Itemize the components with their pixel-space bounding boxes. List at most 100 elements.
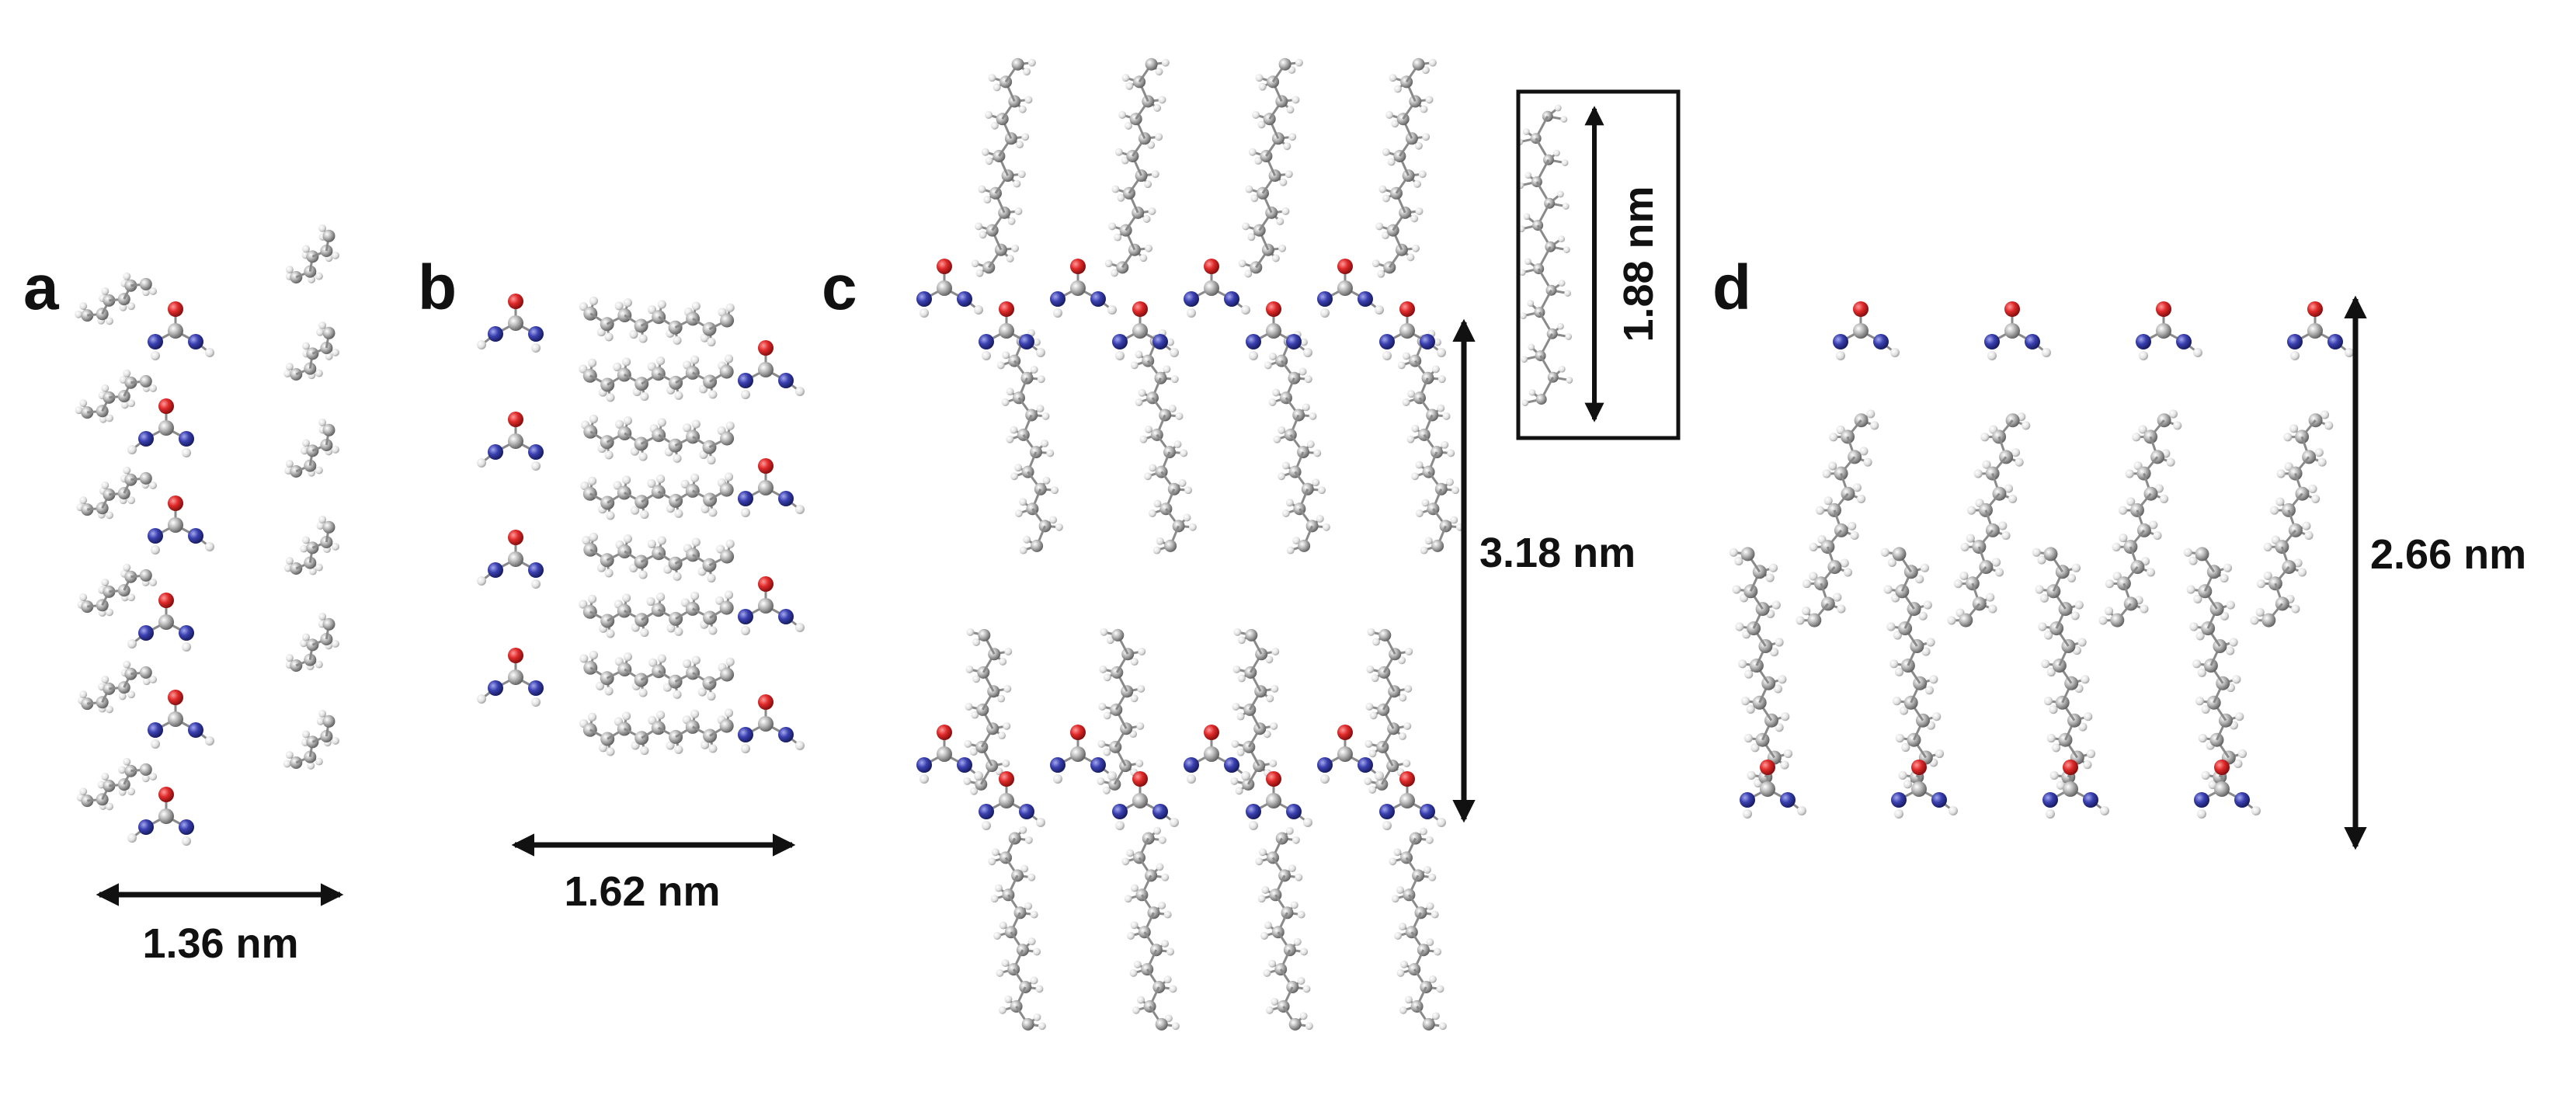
hydrogen-atom: [127, 496, 136, 505]
carbon-atom: [1959, 613, 1973, 628]
hydrogen-atom: [674, 745, 683, 754]
hydrogen-atom: [1923, 600, 1932, 610]
carbon-atom: [139, 763, 152, 776]
hydrogen-atom: [308, 567, 317, 575]
hydrogen-atom: [1866, 409, 1876, 419]
hydrogen-atom: [127, 639, 137, 648]
hydrogen-atom: [1935, 749, 1945, 759]
carbon-atom: [1911, 781, 1927, 797]
hydrogen-atom: [1389, 74, 1397, 82]
hydrogen-atom: [1236, 748, 1245, 756]
hydrogen-atom: [101, 384, 110, 392]
nitrogen-atom: [778, 609, 794, 624]
hydrogen-atom: [1114, 233, 1122, 242]
hydrogen-atom: [1414, 141, 1423, 150]
hydrogen-atom: [1894, 809, 1903, 819]
hydrogen-atom: [1425, 96, 1434, 104]
hydrogen-atom: [606, 393, 615, 402]
hydrogen-atom: [1231, 739, 1239, 748]
carbon-atom: [1204, 746, 1219, 762]
nitrogen-atom: [179, 431, 194, 447]
hydrogen-atom: [1446, 478, 1454, 486]
hydrogen-atom: [106, 802, 113, 811]
hydrogen-atom: [622, 593, 631, 603]
hydrogen-atom: [707, 455, 716, 465]
hydrogen-atom: [1286, 106, 1295, 114]
nitrogen-atom: [528, 680, 544, 696]
hydrogen-atom: [123, 563, 131, 572]
hydrogen-atom: [920, 774, 929, 784]
hydrogen-atom: [1967, 506, 1976, 515]
hydrogen-atom: [1783, 749, 1793, 759]
hydrogen-atom: [1802, 607, 1811, 616]
hydrogen-atom: [1153, 499, 1162, 508]
hydrogen-atom: [1883, 585, 1893, 594]
hydrogen-atom: [982, 821, 991, 830]
hydrogen-atom: [123, 272, 131, 280]
hydrogen-atom: [1322, 523, 1330, 531]
hydrogen-atom: [79, 690, 88, 699]
hydrogen-atom: [1014, 509, 1023, 517]
hydrogen-atom: [656, 356, 666, 366]
hydrogen-atom: [707, 691, 716, 701]
hydrogen-atom: [1953, 579, 1963, 589]
hydrogen-atom: [2289, 424, 2299, 433]
hydrogen-atom: [1365, 702, 1374, 711]
hydrogen-atom: [1242, 222, 1250, 231]
panel-label-a: a: [23, 252, 60, 323]
hydrogen-atom: [700, 740, 710, 749]
carbon-atom: [720, 667, 735, 682]
hydrogen-atom: [285, 363, 294, 371]
carbon-atom: [2110, 613, 2125, 628]
hydrogen-atom: [1019, 546, 1027, 555]
hydrogen-atom: [2160, 494, 2169, 503]
hydrogen-atom: [983, 196, 992, 204]
nitrogen-atom: [957, 291, 972, 307]
carbon-atom: [322, 326, 335, 339]
hydrogen-atom: [1013, 179, 1021, 188]
hydrogen-atom: [715, 596, 725, 605]
hydrogen-atom: [1320, 774, 1330, 784]
hydrogen-atom: [1423, 866, 1431, 874]
nitrogen-atom: [528, 444, 544, 460]
hydrogen-atom: [1382, 148, 1390, 156]
hydrogen-atom: [2086, 749, 2096, 759]
hydrogen-atom: [657, 654, 666, 663]
carbon-atom: [1245, 628, 1258, 641]
hydrogen-atom: [307, 761, 315, 770]
panel-c-molecules: [916, 57, 1464, 1031]
hydrogen-atom: [972, 675, 981, 683]
hydrogen-atom: [1129, 968, 1138, 977]
hydrogen-atom: [1426, 938, 1434, 947]
carbon-atom: [1132, 323, 1148, 339]
hydrogen-atom: [1368, 786, 1377, 794]
hydrogen-atom: [604, 332, 614, 342]
nitrogen-atom: [1090, 757, 1106, 773]
hydrogen-atom: [971, 711, 979, 719]
nitrogen-atom: [979, 334, 994, 349]
hydrogen-atom: [1285, 499, 1294, 507]
nitrogen-atom: [1246, 334, 1261, 349]
hydrogen-atom: [2311, 494, 2320, 503]
hydrogen-atom: [1278, 244, 1287, 252]
hydrogen-atom: [2037, 555, 2046, 565]
hydrogen-atom: [1431, 910, 1439, 919]
oxygen-atom: [758, 458, 773, 474]
hydrogen-atom: [1768, 563, 1778, 572]
hydrogen-atom: [1126, 849, 1135, 857]
hydrogen-atom: [1014, 464, 1023, 472]
hydrogen-atom: [1137, 996, 1145, 1004]
hydrogen-atom: [1180, 449, 1188, 457]
hydrogen-atom: [1297, 977, 1305, 985]
nitrogen-atom: [1317, 757, 1333, 773]
hydrogen-atom: [1387, 158, 1396, 166]
carbon-atom: [1853, 323, 1869, 339]
hydrogen-atom: [325, 352, 333, 360]
hydrogen-atom: [1285, 170, 1293, 179]
hydrogen-atom: [700, 504, 710, 513]
hydrogen-atom: [2198, 733, 2207, 743]
hydrogen-atom: [2084, 712, 2093, 721]
hydrogen-atom: [648, 658, 658, 667]
hydrogen-atom: [2195, 631, 2205, 641]
hydrogen-atom: [1403, 759, 1411, 767]
